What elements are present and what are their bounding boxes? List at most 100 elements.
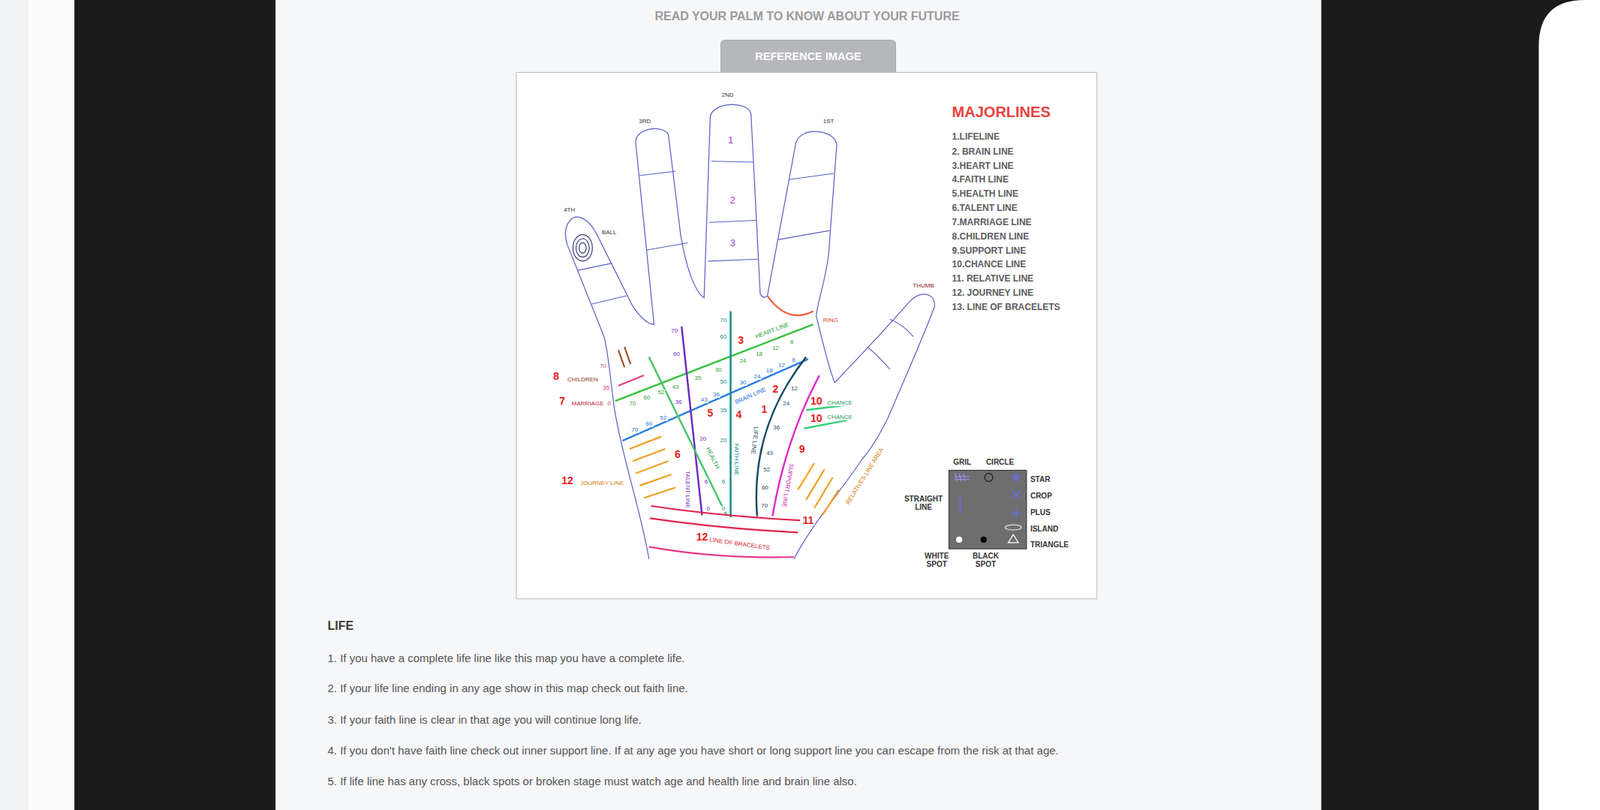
age-number-wrap: 0: [721, 500, 726, 513]
callout-number: 10: [809, 395, 824, 407]
line-label-wrap: 4TH: [562, 201, 576, 214]
line-label-wrap: CHANCE: [826, 394, 854, 407]
age-number: 60: [644, 421, 653, 428]
age-number-wrap: 12: [771, 339, 780, 352]
age-number: 20: [719, 437, 728, 444]
age-number: 70: [630, 427, 639, 434]
symbol-label-wrap: ISLAND: [1029, 521, 1059, 534]
age-number-wrap: 43: [700, 391, 709, 404]
age-number: 6: [721, 478, 726, 485]
symbol-label-wrap: WHITE SPOT: [919, 551, 954, 569]
age-number-wrap: 60: [760, 479, 770, 492]
age-number-wrap: 20: [698, 430, 707, 443]
age-number: 6: [789, 339, 794, 346]
symbol-label: WHITE SPOT: [919, 551, 954, 569]
ring-arc: [766, 295, 813, 316]
line-label: CHANCE: [826, 414, 854, 421]
plus-symbol: [1010, 508, 1022, 519]
callout-number: 9: [798, 443, 807, 455]
callout-number-wrap: 10: [809, 394, 824, 407]
line-list-item: 10.CHANCE LINE: [952, 259, 1027, 269]
age-number-wrap: 30: [738, 374, 747, 387]
cross-symbol: [1012, 490, 1021, 500]
age-number-wrap: 6: [721, 473, 726, 486]
finger-creases: [577, 161, 914, 370]
age-number: 35: [694, 375, 703, 382]
age-number-wrap: 6: [789, 333, 794, 346]
symbol-label: BLACK SPOT: [968, 551, 1003, 569]
line-label-wrap: CHANCE: [826, 409, 854, 422]
callout-number: 10: [809, 412, 824, 424]
line-list-item-wrap: 8.CHILDREN LINE: [952, 229, 1030, 242]
symbol-label-wrap: CROP: [1029, 488, 1053, 501]
hand-outline: [565, 104, 936, 559]
line-list-item-wrap: 10.CHANCE LINE: [952, 257, 1027, 270]
callout-number: 8: [552, 370, 560, 382]
symbol-label-wrap: CIRCLE: [985, 454, 1015, 467]
paragraph-heading: LIFE: [327, 619, 354, 632]
age-number: 35: [601, 384, 611, 391]
line-list-item-wrap: 13. LINE OF BRACELETS: [952, 300, 1061, 313]
callout-number-wrap: 3: [736, 333, 745, 346]
age-number: 12: [790, 385, 799, 392]
symbol-box: [949, 469, 1027, 549]
journey-lines: [629, 436, 676, 499]
line-label: CHANCE: [826, 400, 854, 407]
age-number: 30: [738, 379, 747, 386]
age-number-wrap: 70: [630, 421, 639, 434]
age-number-wrap: 24: [781, 395, 791, 408]
age-number: 24: [738, 357, 747, 364]
line-label: 1ST: [822, 118, 836, 125]
line-label: BALL: [601, 229, 618, 236]
page-title: READ YOUR PALM TO KNOW ABOUT YOUR FUTURE: [654, 10, 960, 23]
callout-number-wrap: 4: [735, 408, 743, 421]
callout-number: 12: [560, 475, 575, 486]
age-number-wrap: 70: [719, 312, 728, 325]
age-number-wrap: 12: [790, 380, 799, 393]
symbol-label-wrap: STRAIGHT LINE: [900, 494, 948, 512]
brain-line: [622, 358, 808, 441]
tab-box: REFERENCE IMAGE: [720, 39, 897, 73]
age-number: 60: [672, 351, 681, 358]
age-number: 24: [781, 400, 791, 407]
line-label-wrap: MARRIAGE: [571, 395, 605, 408]
line-label: CHILDREN: [566, 376, 599, 383]
line-label-wrap: THUMB: [911, 277, 935, 290]
age-number: 43: [765, 450, 774, 457]
line-label-wrap: JOURNEY LINE: [579, 475, 625, 488]
callout-number: 5: [706, 407, 714, 419]
age-number: 18: [754, 351, 764, 358]
straight-line-symbol: [959, 497, 961, 515]
paragraph-line: 5. If life line has any cross, black spo…: [327, 775, 857, 787]
age-number: 36: [772, 424, 781, 431]
list-heading-wrap: MAJORLINES: [952, 104, 1051, 120]
symbol-label: CROP: [1029, 492, 1053, 500]
line-list-item: 2. BRAIN LINE: [952, 147, 1014, 157]
bracelet-line: [649, 546, 794, 557]
symbol-label: STRAIGHT LINE: [900, 494, 948, 512]
age-number-wrap: 60: [643, 389, 652, 402]
line-label-wrap: CHILDREN: [566, 371, 599, 384]
line-list-item-wrap: 6.TALENT LINE: [952, 201, 1018, 214]
age-number-wrap: 70: [598, 357, 608, 370]
age-number: 43: [671, 384, 680, 391]
age-number-wrap: 50: [719, 373, 728, 386]
callout-number: 6: [673, 448, 682, 460]
age-number-wrap: 0: [607, 395, 612, 408]
age-number-wrap: 52: [657, 384, 666, 397]
paragraph-line-wrap: 2. If your life line ending in any age s…: [327, 682, 688, 695]
age-number-wrap: 35: [694, 369, 703, 382]
age-number-wrap: 24: [738, 352, 747, 365]
callout-number: 12: [695, 531, 710, 542]
line-label: 4TH: [562, 207, 576, 214]
left-margin: [0, 0, 75, 810]
paragraph-line: 2. If your life line ending in any age s…: [327, 682, 688, 694]
age-number-wrap: 43: [765, 445, 774, 458]
tab-label: REFERENCE IMAGE: [754, 50, 861, 63]
image-frame: [516, 72, 1098, 599]
line-list-item-wrap: 2. BRAIN LINE: [952, 144, 1014, 157]
age-number: 50: [719, 378, 728, 385]
age-number-wrap: 12: [777, 357, 786, 370]
circle-symbol: [984, 473, 993, 482]
